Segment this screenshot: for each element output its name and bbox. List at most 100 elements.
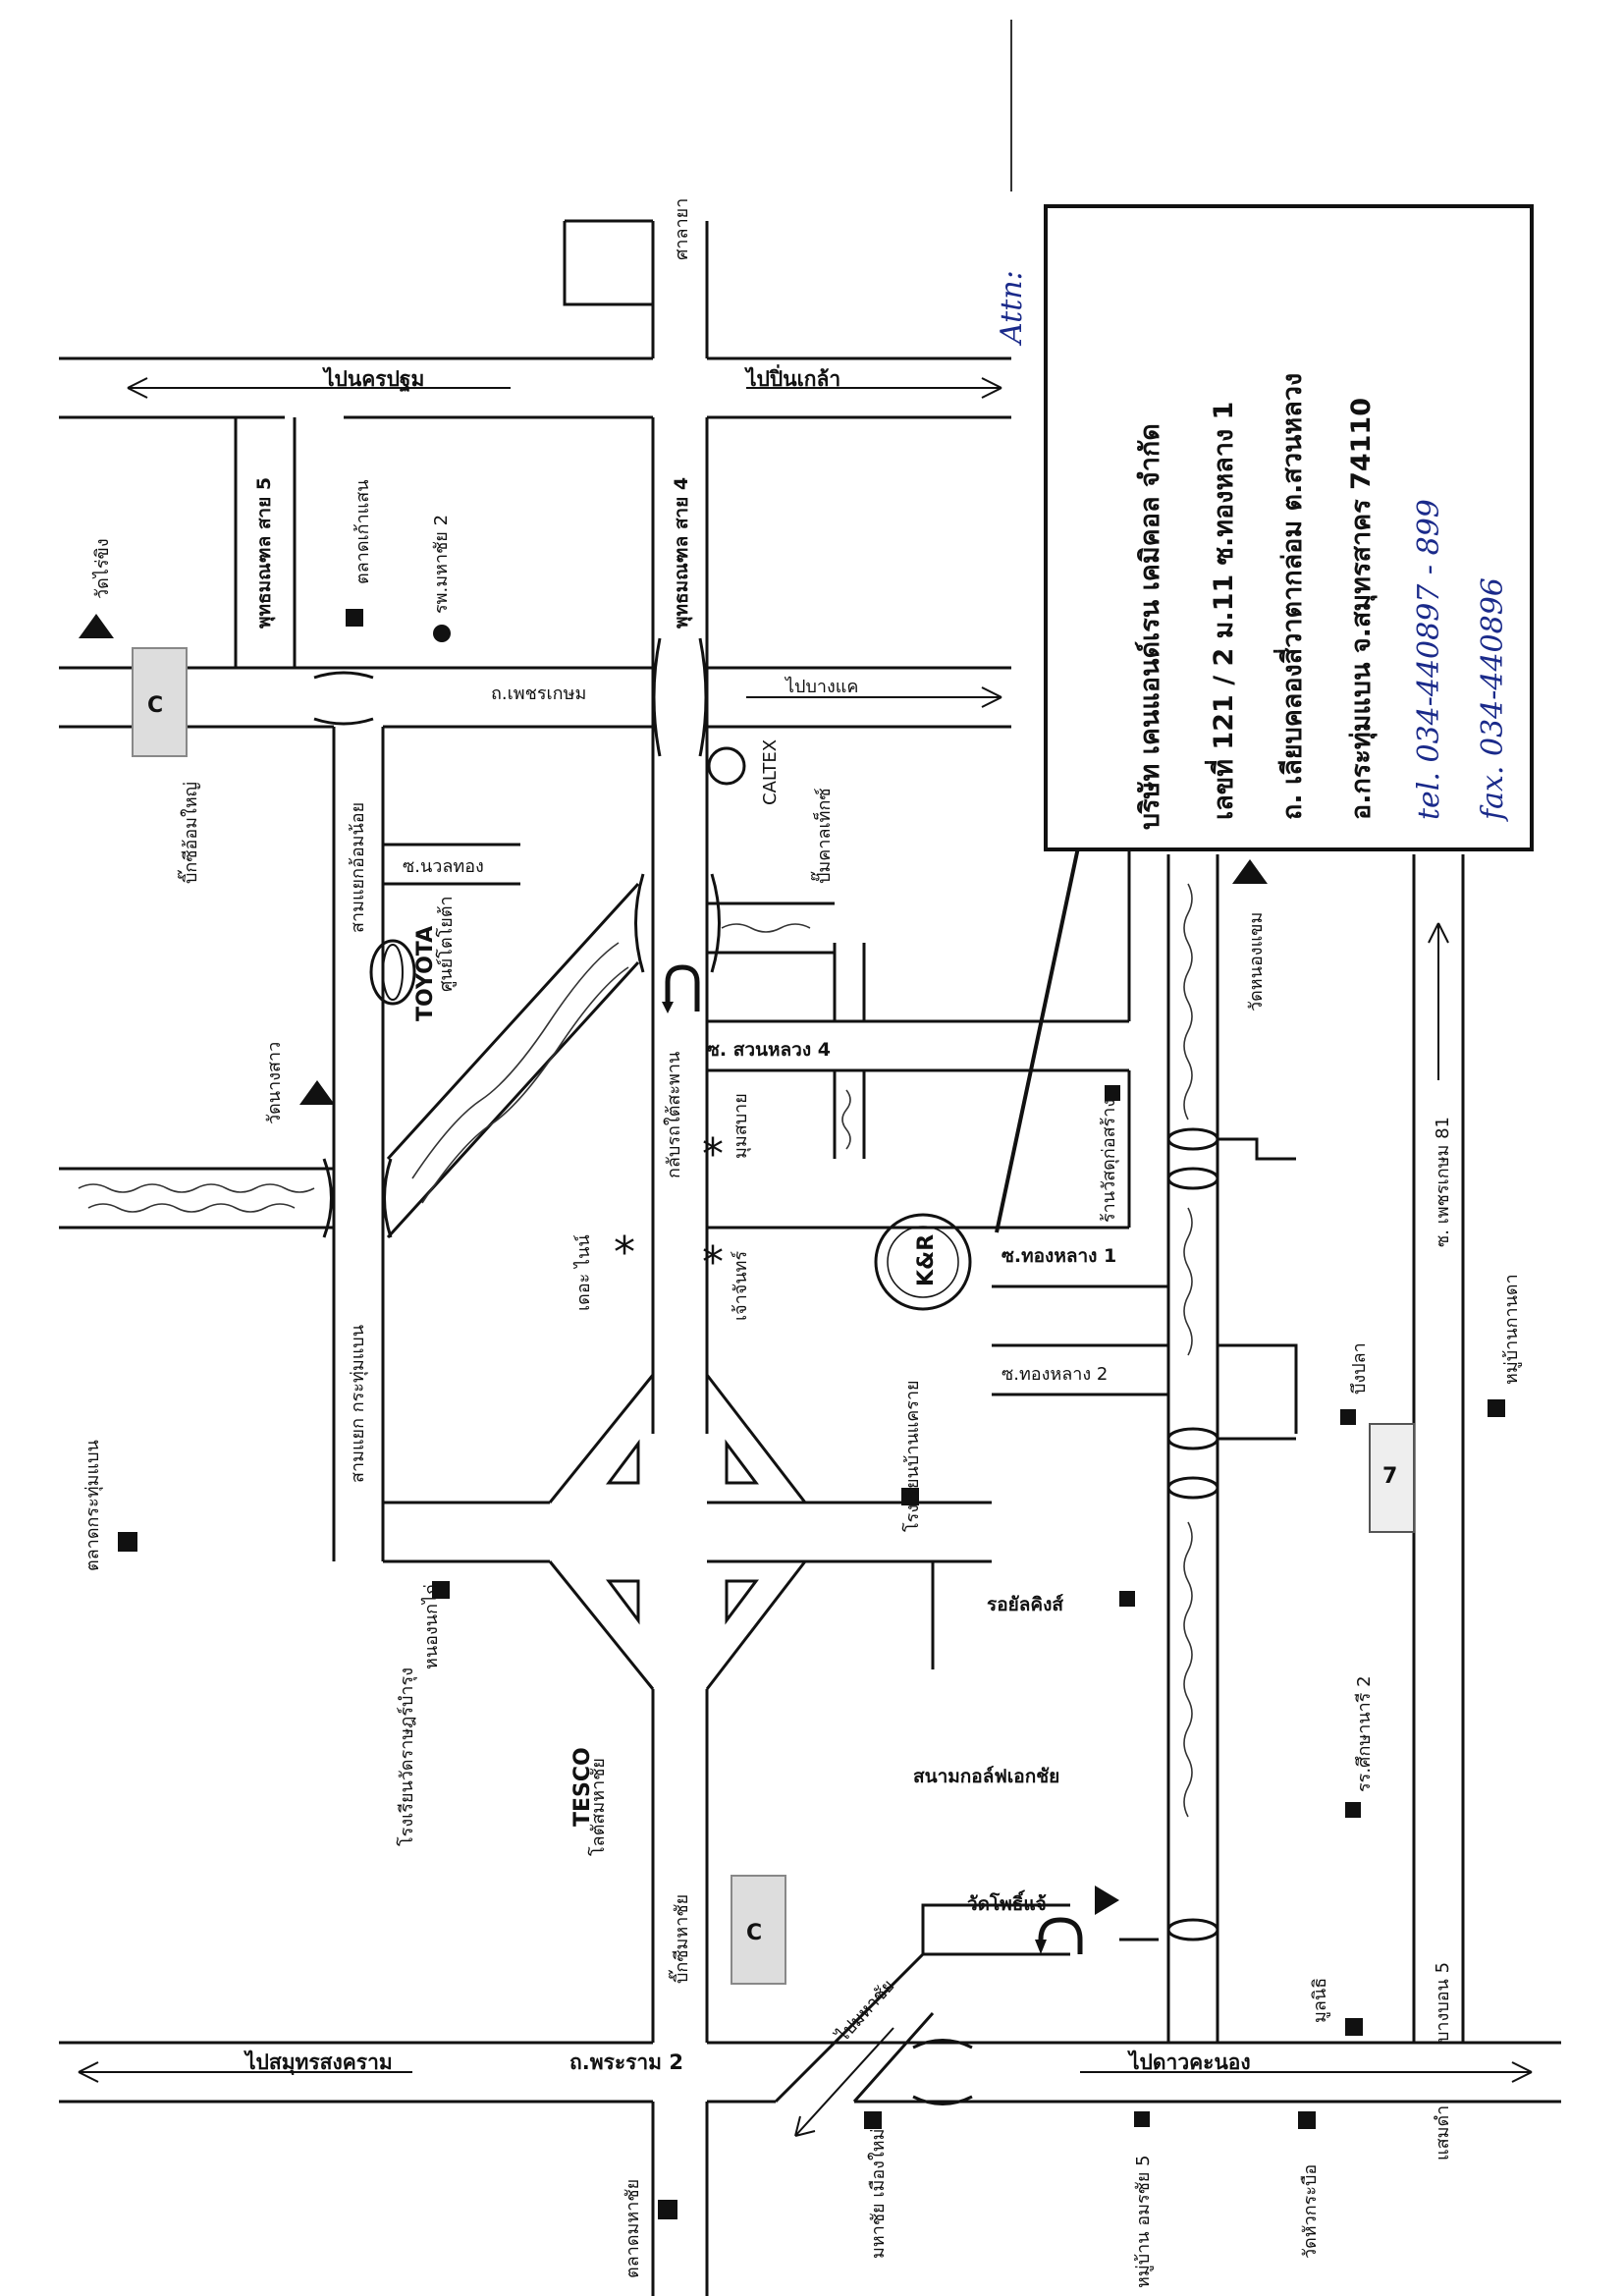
svg-text:CALTEX: CALTEX (760, 739, 781, 805)
marker-the-nine: * (614, 1228, 635, 1278)
canal-left (59, 1158, 393, 1238)
label-soi-nuan-thong: ซ.นวลทอง (403, 856, 484, 877)
kr-stamp: K&R (874, 1213, 972, 1311)
company-name: บริษัท เคนแอนด์เรน เคมิคอล จำกัด (1134, 423, 1165, 830)
label-to-bang-khae: ไปบางแค (784, 676, 858, 697)
label-to-mahachai: ไปมหาชัย (831, 1975, 898, 2047)
marker-sueksa-nari-2 (1345, 1802, 1361, 1818)
label-phutthamonthon-4: พุทธมณฑล สาย 4 (671, 477, 693, 629)
label-to-samut-songkhram: ไปสมุทรสงคราม (244, 2050, 393, 2076)
label-u-turn: กลับรถใต้สะพาน (663, 1052, 684, 1178)
marker-wat-pho-chae (1095, 1886, 1119, 1915)
marker-wat-nang-sao (299, 1080, 335, 1105)
road-rama-2: ไปสมุทรสงคราม ถ.พระราม 2 ไปดาวคะนอง (59, 1974, 1561, 2296)
label-wat-pho-chae: วัดโพธิ์แจ้ (967, 1889, 1047, 1915)
label-school-sueksa-nari-2: รร.ศึกษานารี 2 (1354, 1675, 1375, 1792)
label-soi-thong-lang-2: ซ.ทองหลาง 2 (1001, 1364, 1108, 1385)
canal-right (1166, 854, 1298, 1974)
marker-talat-krathum-baen (118, 1532, 137, 1552)
tel-number: tel. 034-440897 - 899 (1412, 499, 1446, 820)
toyota-logo: TOYOTA (369, 926, 438, 1021)
label-mu-ban-kanda: หมู่บ้านกานดา (1501, 1274, 1522, 1385)
label-wat-hua-krabue: วัดหัวกระบือ (1300, 2164, 1321, 2259)
road-phutthamonthon-4: พุทธมณฑล สาย 4 (651, 417, 709, 1434)
svg-text:C: C (147, 693, 163, 718)
place-labels: วัดไร่ขิง บิ๊กซีอ้อมใหญ่ ตลาดเก้าแสน รพ.… (82, 479, 1522, 2288)
caltex-logo: CALTEX (707, 739, 781, 805)
canal-diagonal (386, 873, 721, 1239)
label-amorn-chai-5: หมู่บ้าน อมรชัย 5 (1133, 2155, 1154, 2288)
marker-bung-pla (1340, 1409, 1356, 1425)
label-chao-chan: เจ้าจันทร์ (731, 1250, 751, 1321)
label-mum-sabai: มุมสบาย (731, 1093, 751, 1159)
marker-school-ban-khae-rai (901, 1488, 919, 1505)
label-sala-ya: ศาลายา (672, 198, 692, 260)
road-krathum-baen: สามแยกอ้อมน้อย สามแยก กระทุ่มแบน (332, 727, 385, 1561)
label-soi-suan-luang-4: ซ. สวนหลวง 4 (707, 1039, 831, 1061)
road-soi-thong-lang: ซ.ทองหลาง 1 ซ.ทองหลาง 2 (992, 1226, 1168, 1396)
marker-mu-ban-kanda (1488, 1399, 1505, 1417)
marker-school-wat-rui (432, 1581, 450, 1599)
marker-ran-wasadu (1105, 1085, 1120, 1101)
big-c-om-yai-logo: C (132, 647, 188, 757)
marker-mahachai-mueang-mai (864, 2111, 882, 2129)
label-soi-phetkasem-81: ซ. เพชรเกษม 81 (1433, 1117, 1453, 1247)
seven-eleven-logo: 7 (1369, 1423, 1415, 1533)
label-phetkasem: ถ.เพชรเกษม (491, 683, 586, 704)
marker-royal-kings (1119, 1591, 1135, 1607)
svg-text:TOYOTA: TOYOTA (413, 926, 438, 1021)
label-golf: สนามกอล์ฟเอกชัย (913, 1766, 1059, 1787)
marker-munnithi (1345, 2018, 1363, 2036)
label-sam-yaek-krathum-baen: สามแยก กระทุ่มแบน (348, 1325, 368, 1483)
label-mahachai-2: รพ.มหาชัย 2 (431, 515, 452, 614)
label-royal-kings: รอยัลคิงส์ (987, 1594, 1063, 1615)
marker-amorn-chai-5 (1134, 2111, 1150, 2127)
logos: C TOYOTA CALTEX K&R 7 TESCO C (132, 647, 1415, 1985)
marker-mahachai-2 (433, 625, 451, 642)
attn-note: Attn: (995, 270, 1029, 347)
road-nakhon-pathom: ไปนครปฐม ไปปิ่นเกล้า (59, 356, 1011, 419)
label-school-wat-rui: โรงเรียนวัดราษฎร์บำรุง (396, 1667, 417, 1846)
label-big-c-om-yai: บิ๊กซีอ้อมใหญ่ (177, 782, 201, 884)
label-wat-nong-khaem: วัดหนองแขม (1246, 912, 1267, 1011)
label-bang-bon-5: บางบอน 5 (1433, 1962, 1453, 2043)
svg-text:C: C (746, 1921, 762, 1945)
label-wat-rai-khing: วัดไร่ขิง (91, 538, 113, 599)
label-toyota: ศูนย์โตโยต้า (435, 896, 457, 992)
road-soi-phetkasem-81: ซ. เพชรเกษม 81 บางบอน 5 แสมดำ (1412, 854, 1465, 2160)
svg-text:TESCO: TESCO (570, 1747, 595, 1827)
svg-text:7: 7 (1382, 1464, 1397, 1489)
label-tesco: โลตัสมหาชัย (587, 1758, 609, 1856)
road-phutthamonthon-5: พุทธมณฑล สาย 5 (234, 417, 297, 668)
label-soi-thong-lang-1: ซ.ทองหลาง 1 (1001, 1245, 1116, 1267)
big-c-mahachai-logo: C (731, 1875, 786, 1985)
marker-wat-nong-khaem (1232, 859, 1268, 884)
marker-talat-kao-saen (346, 609, 363, 627)
label-to-dao-khanong: ไปดาวคะนอง (1127, 2050, 1251, 2074)
central-intersection (383, 1374, 992, 2043)
label-rama-2: ถ.พระราม 2 (569, 2050, 683, 2074)
address-line-1: เลขที่ 121 / 2 ม.11 ซ.ทองหลาง 1 (1204, 402, 1239, 820)
pointer-arrow (995, 814, 1087, 1233)
label-munnithi: มูลนิธิ (1310, 1978, 1330, 2023)
company-info-box: บริษัท เคนแอนด์เรน เคมิคอล จำกัด เลขที่ … (1044, 204, 1534, 851)
road-phetkasem: ถ.เพชรเกษม ไปบางแค (59, 637, 1011, 757)
marker-mum-sabai: * (702, 1129, 724, 1179)
label-phutthamonthon-5: พุทธมณฑล สาย 5 (253, 477, 276, 629)
label-wat-nang-sao: วัดนางสาว (264, 1042, 285, 1124)
svg-text:K&R: K&R (914, 1234, 939, 1286)
label-caltex: ปั๊มคาลเท็กซ์ (810, 788, 835, 884)
label-ran-wasadu: ร้านวัสดุก่อสร้าง (1099, 1099, 1119, 1223)
tesco-logo: TESCO (570, 1747, 595, 1827)
sala-ya-road: ศาลายา (563, 198, 709, 358)
label-to-nakhon-pathom: ไปนครปฐม (322, 366, 424, 393)
label-nong-nok-kai: หนองนกไก่ (420, 1584, 442, 1669)
road-soi-suan-luang-4: ซ. สวนหลวง 4 กลับรถใต้สะพาน (662, 845, 1131, 1178)
label-bung-pla: บึงปลา (1349, 1342, 1370, 1394)
address-line-2: ถ. เลียบคลองสี่วาตากล่อม ต.สวนหลวง (1272, 373, 1308, 820)
label-big-c-mahachai: บิ๊กซีมหาชัย (668, 1894, 692, 1984)
marker-talat-mahachai (658, 2200, 677, 2219)
label-the-nine: เดอะ ไนน์ (572, 1234, 594, 1311)
marker-chao-chan: * (702, 1237, 724, 1287)
